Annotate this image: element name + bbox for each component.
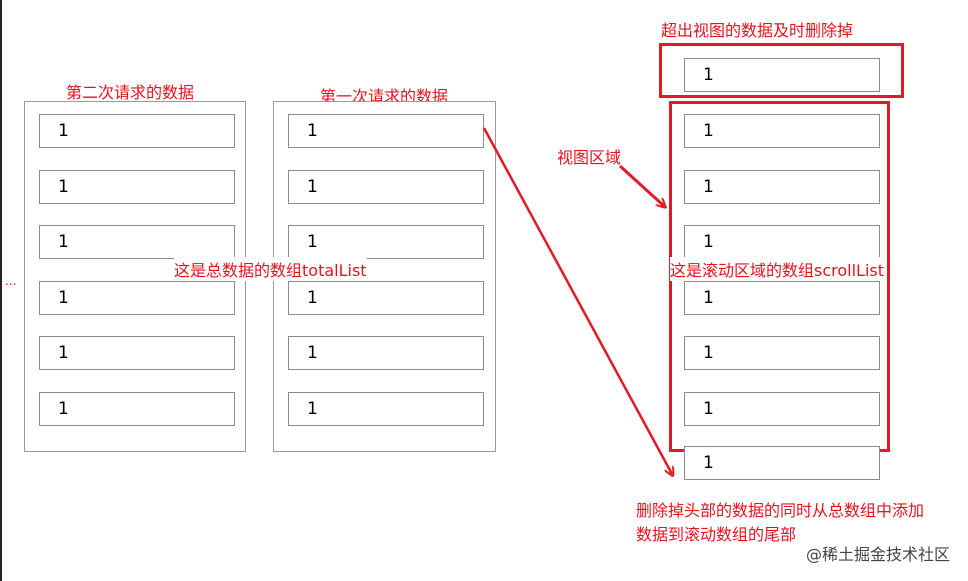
watermark: @稀土掘金技术社区 (805, 545, 950, 564)
list-item: 1 (288, 392, 484, 426)
note-line-2: 数据到滚动数组的尾部 (636, 525, 797, 544)
list-item: 1 (288, 336, 484, 370)
total-list-label: 这是总数据的数组totalList (174, 257, 367, 281)
move-arrow (482, 127, 672, 474)
list-item: 1 (684, 392, 880, 426)
list-item: 1 (684, 114, 880, 148)
view-area-label: 视图区域 (557, 148, 622, 167)
list-item: 1 (39, 281, 235, 315)
list-item: 1 (684, 336, 880, 370)
list-item: 1 (39, 114, 235, 148)
list-item: 1 (39, 336, 235, 370)
view-area-arrow (618, 164, 664, 206)
scroll-list-label: 这是滚动区域的数组scrollList (670, 257, 885, 281)
list-item: 1 (39, 225, 235, 259)
note-line-1: 删除掉头部的数据的同时从总数组中添加 (636, 501, 925, 520)
list-item: 1 (39, 392, 235, 426)
list-item: 1 (684, 170, 880, 204)
list-item: 1 (288, 281, 484, 315)
list-item: 1 (39, 170, 235, 204)
second-request-label: 第二次请求的数据 (66, 83, 195, 102)
left-edge-line (0, 0, 2, 581)
outside-view-box (659, 43, 904, 98)
list-item: 1 (288, 114, 484, 148)
ellipsis-mark: ... (5, 274, 17, 288)
list-item: 1 (684, 446, 880, 480)
delete-outside-label: 超出视图的数据及时删除掉 (661, 21, 854, 40)
list-item: 1 (288, 225, 484, 259)
list-item: 1 (684, 225, 880, 259)
list-item: 1 (288, 170, 484, 204)
list-item: 1 (684, 281, 880, 315)
list-item: 1 (684, 58, 880, 92)
